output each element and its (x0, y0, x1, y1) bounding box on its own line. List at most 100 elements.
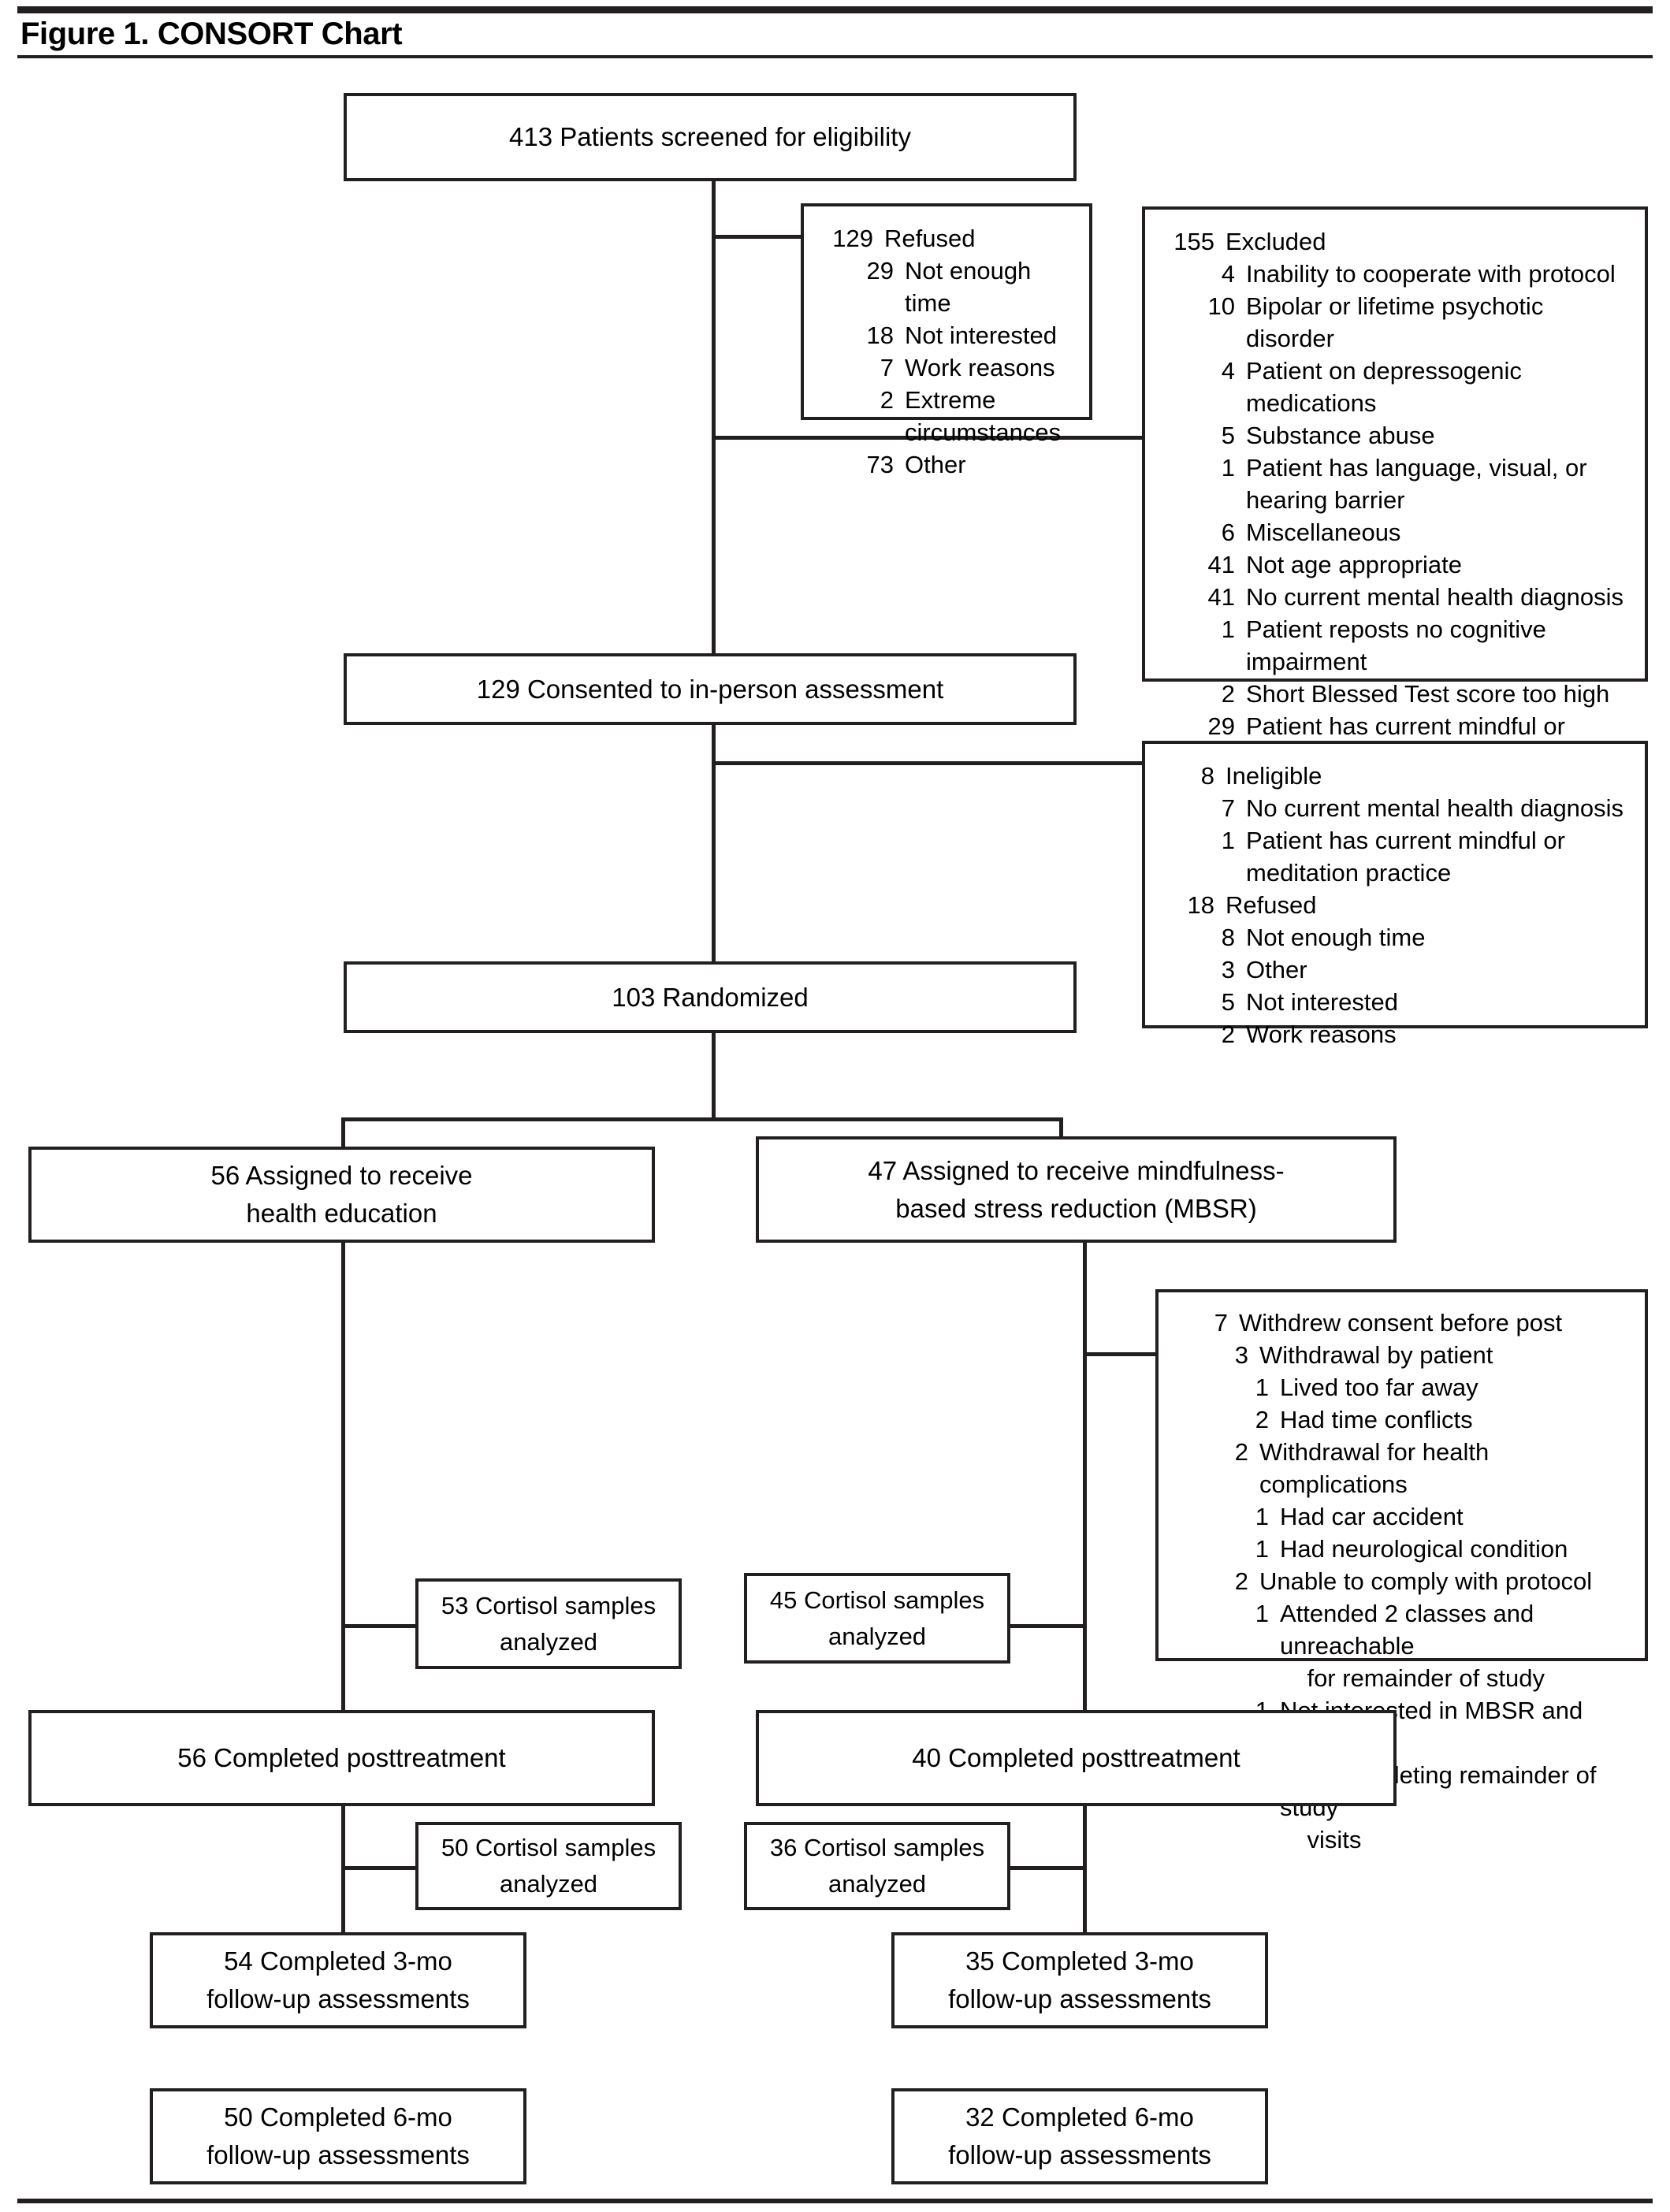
box-followup-3mo-mbsr: 35 Completed 3-mo follow-up assessments (891, 1932, 1268, 2028)
box-followup-3mo-he-line2: follow-up assessments (206, 1984, 470, 2013)
row-label: Not enough time (905, 257, 1038, 317)
row-count: 2 (1255, 1406, 1269, 1433)
title-underline-rule (17, 55, 1653, 58)
box-consented: 129 Consented to in-person assessment (344, 653, 1077, 725)
row-count: 8 (1221, 924, 1235, 951)
box-posttreatment-mbsr-label: 40 Completed posttreatment (912, 1743, 1240, 1772)
top-rule (17, 6, 1653, 13)
box-cortisol-he-post-text: 53 Cortisol samples analyzed (433, 1588, 664, 1660)
box-cortisol-mbsr-3mo-text: 36 Cortisol samples analyzed (762, 1830, 992, 1902)
row-count: 1 (1221, 454, 1235, 481)
connector-to-excluded-box (712, 436, 1144, 440)
connector-mbsr-to-cortisol-3mo (1007, 1866, 1084, 1870)
row-label: No current mental health diagnosis (1246, 794, 1624, 822)
row-label: Had neurological condition (1280, 1535, 1568, 1563)
row-label: Other (1246, 956, 1307, 983)
row-label: Bipolar or lifetime psychotic disorder (1246, 292, 1550, 352)
row-count: 2 (1221, 1020, 1235, 1048)
list-row: 8 Ineligible (1166, 760, 1634, 792)
box-followup-3mo-mbsr-text: 35 Completed 3-mo follow-up assessments (940, 1942, 1219, 2018)
box-followup-6mo-he-line1: 50 Completed 6-mo (224, 2102, 452, 2132)
list-row: 1 Had neurological condition (1220, 1533, 1634, 1565)
list-row: 3 Other (1186, 954, 1634, 986)
row-label: Patient has current mindful or meditatio… (1246, 827, 1565, 887)
box-cortisol-mbsr-post-line1: 45 Cortisol samples (769, 1586, 985, 1614)
connector-randomized-down (712, 1031, 716, 1121)
connector-split-to-mbsr (1059, 1117, 1063, 1151)
row-label: Patient reposts no cognitive impairment (1246, 615, 1546, 675)
row-label: Extreme circumstances (905, 386, 1062, 446)
box-followup-6mo-he-text: 50 Completed 6-mo follow-up assessments (199, 2099, 478, 2174)
box-followup-3mo-he-line1: 54 Completed 3-mo (224, 1946, 452, 1976)
row-count: 3 (1234, 1341, 1248, 1369)
row-count: 18 (866, 322, 894, 349)
row-count: 5 (1221, 988, 1235, 1016)
row-count: 129 (832, 225, 873, 252)
box-followup-6mo-mbsr-text: 32 Completed 6-mo follow-up assessments (940, 2099, 1219, 2174)
list-row: 2 Short Blessed Test score too high (1186, 678, 1634, 710)
row-count: 7 (1214, 1309, 1228, 1336)
row-label: Short Blessed Test score too high (1246, 680, 1610, 708)
box-assigned-he-text: 56 Assigned to receive health education (203, 1157, 480, 1232)
row-count: 2 (1221, 680, 1235, 708)
list-row: 8 Not enough time (1186, 921, 1634, 954)
box-posttreatment-mbsr: 40 Completed posttreatment (756, 1710, 1397, 1806)
row-label: Miscellaneous (1246, 519, 1401, 546)
row-count: 1 (1255, 1503, 1269, 1530)
box-consented-label: 129 Consented to in-person assessment (476, 674, 944, 704)
connector-consented-to-randomized (712, 725, 716, 969)
row-label: Lived too far away (1280, 1374, 1478, 1401)
box-assigned-mbsr-line2: based stress reduction (MBSR) (895, 1193, 1257, 1223)
connector-mbsr-to-cortisol-post (1007, 1624, 1084, 1628)
row-label: Other (905, 451, 966, 478)
row-label: Work reasons (905, 354, 1055, 381)
box-cortisol-he-3mo-text: 50 Cortisol samples analyzed (433, 1830, 664, 1902)
connector-mbsr-spine (1083, 1240, 1087, 1724)
row-count: 155 (1173, 228, 1214, 255)
box-followup-6mo-mbsr-line1: 32 Completed 6-mo (965, 2102, 1194, 2132)
row-count: 8 (1200, 762, 1214, 790)
connector-he-spine (341, 1240, 345, 1724)
connector-randomization-split-bar (341, 1117, 1063, 1121)
row-count: 1 (1255, 1535, 1269, 1563)
row-count: 2 (880, 386, 894, 414)
box-randomized: 103 Randomized (344, 961, 1077, 1033)
row-label: Unable to comply with protocol (1259, 1567, 1593, 1595)
row-label: No current mental health diagnosis (1246, 583, 1624, 611)
list-row: 1 Patient has language, visual, or hearin… (1186, 452, 1634, 516)
row-count: 10 (1207, 292, 1235, 320)
connector-mbsr-to-withdrew-box (1083, 1352, 1158, 1356)
row-label: Not enough time (1246, 924, 1426, 951)
row-label: Not interested (905, 322, 1057, 349)
row-label: Withdrawal by patient (1259, 1341, 1493, 1369)
connector-split-to-health-education (341, 1117, 345, 1151)
connector-screened-to-consented (712, 180, 716, 659)
box-posttreatment-he-label: 56 Completed posttreatment (177, 1743, 506, 1772)
box-cortisol-he-3mo-line2: analyzed (499, 1870, 598, 1898)
row-count: 3 (1221, 956, 1235, 983)
row-label: Ineligible (1226, 762, 1322, 790)
box-screened-label: 413 Patients screened for eligibility (509, 122, 911, 151)
box-cortisol-mbsr-3mo-line1: 36 Cortisol samples (769, 1834, 985, 1861)
row-label: Refused (884, 225, 976, 252)
box-followup-6mo-mbsr: 32 Completed 6-mo follow-up assessments (891, 2088, 1268, 2184)
row-label: Inability to cooperate with protocol (1246, 260, 1616, 288)
row-label: Patient has language, visual, or hearing… (1246, 454, 1587, 514)
row-count: 2 (1234, 1567, 1248, 1595)
box-assigned-he-line2: health education (246, 1199, 437, 1228)
connector-to-refused-box (712, 235, 802, 239)
